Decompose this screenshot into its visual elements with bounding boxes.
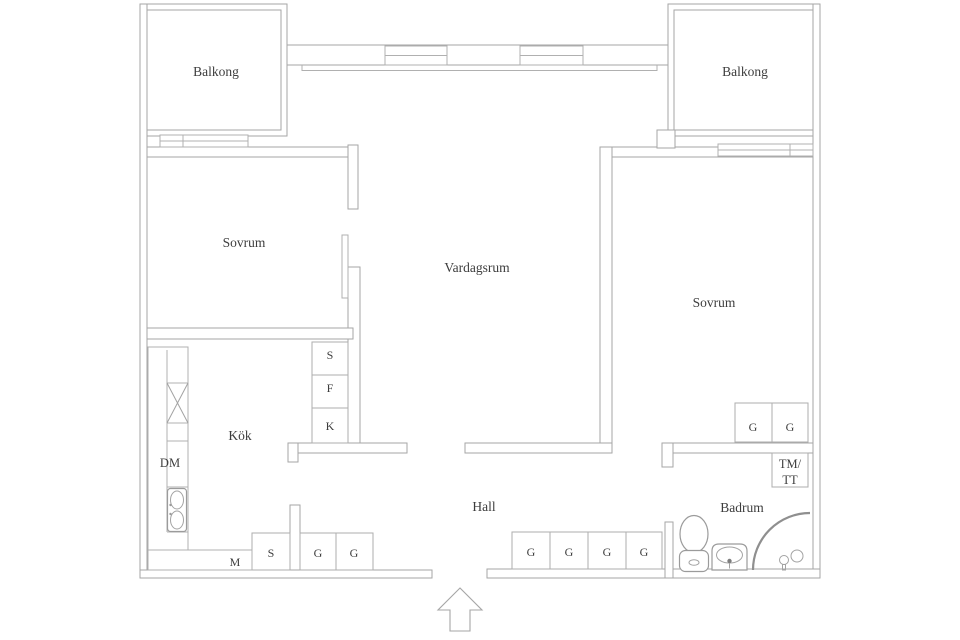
label-hall-g2: G [350, 546, 359, 560]
label-laundry-line1: TM/ [779, 457, 802, 471]
wall-kok-north [146, 327, 354, 340]
wall-badrum-door-stub [661, 442, 674, 468]
labels: Balkong Balkong Sovrum Vardagsrum Sovrum… [160, 64, 802, 569]
closet-kitchen-s [251, 532, 291, 571]
closet-hall-g6 [625, 531, 663, 570]
room-label-balkong-right: Balkong [722, 64, 768, 79]
walls [139, 3, 821, 579]
entrance-arrow-icon [436, 587, 484, 632]
stove-icon [166, 382, 189, 424]
label-kitchen-s: S [268, 546, 275, 560]
wall-sovrum-right-south [661, 442, 814, 454]
label-hall-g6: G [640, 545, 649, 559]
room-label-badrum: Badrum [720, 500, 764, 515]
floor-drain-icon [790, 549, 804, 563]
wall-vardagsrum-west [347, 266, 361, 444]
label-hall-g3: G [527, 545, 536, 559]
label-pantry-k: K [326, 419, 335, 433]
closets [218, 341, 809, 571]
room-label-hall: Hall [472, 499, 495, 514]
wall-sovrum-left-top [146, 146, 359, 158]
wall-badrum-west [664, 521, 674, 579]
closet-laundry-tmtt [771, 452, 809, 488]
kitchen-counter [147, 346, 253, 571]
closet-sovrum-g2 [771, 402, 809, 443]
label-sovrum-g2: G [786, 420, 795, 434]
closet-sovrum-g1 [734, 402, 773, 443]
window-balcony-left-door [159, 134, 249, 148]
window-top-2 [519, 45, 584, 66]
room-label-balkong-left: Balkong [193, 64, 239, 79]
closet-hall-g1 [299, 532, 337, 571]
wall-kok-south-stub [287, 442, 299, 463]
label-hall-g1: G [314, 546, 323, 560]
room-label-sovrum-right: Sovrum [693, 295, 736, 310]
shower-screen-arc [751, 511, 811, 571]
bathroom-sink-icon [711, 543, 748, 571]
room-label-sovrum-left: Sovrum [223, 235, 266, 250]
label-dishwasher: DM [160, 456, 180, 470]
wall-right-outer [812, 3, 821, 579]
label-hall-g4: G [565, 545, 574, 559]
label-pantry-f: F [327, 381, 334, 395]
wall-left-outer [139, 3, 148, 579]
room-label-kok: Kök [228, 428, 251, 443]
wall-bottom-left [139, 569, 433, 579]
bathroom-fixtures [678, 511, 811, 573]
wall-top-middle [286, 44, 669, 66]
label-sovrum-g1: G [749, 420, 758, 434]
window-balcony-right-door [717, 143, 814, 157]
closet-hall-g5 [587, 531, 627, 570]
label-laundry-line2: TT [782, 473, 798, 487]
label-hall-g5: G [603, 545, 612, 559]
wall-bottom-right [486, 568, 821, 579]
label-kitchen-m: M [230, 555, 241, 569]
wall-vardagsrum-south [464, 442, 613, 454]
wall-sovrum-left-east [347, 144, 359, 210]
closet-pantry-s [311, 341, 349, 376]
windows [159, 45, 814, 157]
wall-kok-south [287, 442, 408, 454]
room-label-vardagsrum: Vardagsrum [444, 260, 510, 275]
wall-vardagsrum-inner-face [301, 65, 658, 71]
closet-hall-g2 [335, 532, 374, 571]
door-leaf-sovrum-left [341, 234, 349, 299]
wall-balcony-right-stub [656, 129, 676, 149]
closet-pantry-k [311, 407, 349, 444]
wall-vardagsrum-east [599, 146, 613, 444]
closet-hall-g4 [549, 531, 589, 570]
shower-mixer-icon [779, 555, 789, 571]
kitchen-sink-icon [166, 487, 188, 533]
label-pantry-s: S [327, 348, 334, 362]
toilet-icon [678, 514, 710, 573]
wall-kok-hall-stub [289, 504, 301, 571]
window-top-1 [384, 45, 448, 66]
